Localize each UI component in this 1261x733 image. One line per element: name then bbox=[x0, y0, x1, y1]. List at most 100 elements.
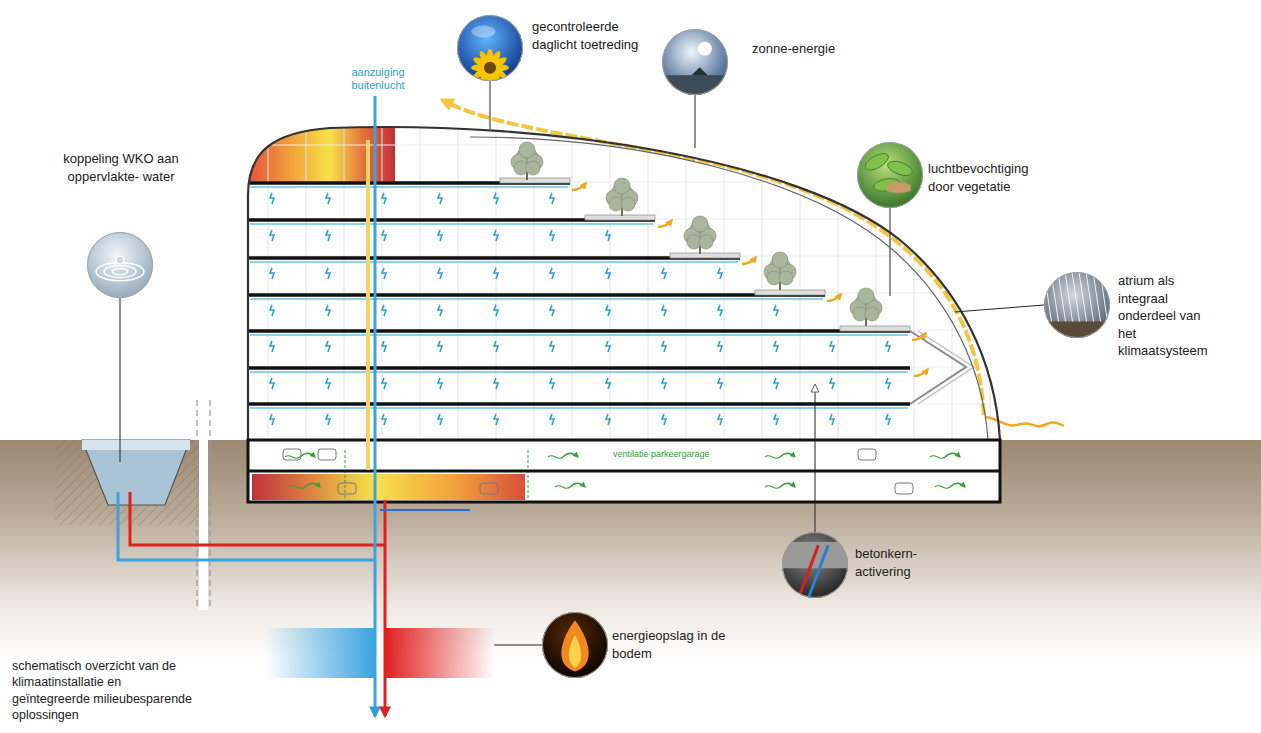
illustration-line bbox=[248, 256, 740, 260]
illustration-circle bbox=[779, 271, 793, 285]
illustration-ellipse bbox=[471, 26, 495, 38]
illustration-path bbox=[270, 414, 274, 425]
illustration-line bbox=[572, 110, 573, 440]
illustration-g bbox=[863, 150, 915, 193]
illustration-line bbox=[250, 186, 568, 188]
car-symbol bbox=[338, 483, 356, 494]
illustration-ellipse bbox=[863, 150, 892, 173]
illustration-line bbox=[250, 298, 823, 300]
illustration-circle bbox=[782, 532, 848, 598]
ground-hatch bbox=[55, 440, 200, 525]
ground bbox=[0, 440, 1261, 733]
icon-photo bbox=[457, 15, 523, 81]
illustration-line bbox=[306, 110, 307, 440]
illustration-line bbox=[808, 545, 828, 598]
leader-line bbox=[695, 95, 696, 148]
illustration-circle bbox=[519, 142, 535, 158]
illustration-circle bbox=[621, 197, 635, 211]
illustration-line bbox=[248, 367, 1000, 368]
cold-storage-band bbox=[265, 628, 375, 678]
leader-line bbox=[890, 208, 891, 296]
leader-line bbox=[120, 298, 121, 462]
parking-garage-outline bbox=[248, 440, 1000, 502]
illustration-path bbox=[662, 341, 666, 352]
surface-water-pond bbox=[82, 440, 190, 505]
exhaust-arrow bbox=[572, 183, 586, 190]
illustration-path bbox=[886, 414, 890, 425]
illustration-path bbox=[494, 414, 498, 425]
illustration-path bbox=[662, 414, 666, 425]
illustration-path bbox=[494, 193, 498, 204]
illustration-path bbox=[326, 341, 330, 352]
illustration-path bbox=[550, 230, 554, 241]
illustration-path bbox=[606, 230, 610, 241]
illustration-circle bbox=[614, 178, 630, 194]
illustration-path bbox=[550, 305, 554, 316]
illustration-rect bbox=[755, 290, 825, 295]
roof-heat-zone bbox=[250, 125, 395, 183]
illustration-path bbox=[606, 341, 610, 352]
illustration-line bbox=[382, 110, 383, 440]
illustration-ellipse bbox=[886, 158, 915, 178]
tree bbox=[764, 252, 796, 290]
tree bbox=[850, 288, 882, 326]
illustration-circle bbox=[458, 16, 523, 81]
illustration-line bbox=[250, 261, 738, 263]
illustration-line bbox=[762, 110, 763, 440]
ventilation-label: ventilatie parkeergarage bbox=[613, 449, 733, 460]
illustration-path bbox=[382, 268, 386, 279]
car-symbol bbox=[480, 483, 498, 494]
illustration-circle bbox=[772, 252, 788, 268]
illustration-path bbox=[382, 230, 386, 241]
illustration-line bbox=[800, 110, 801, 440]
illustration-circle bbox=[543, 613, 608, 678]
illustration-path bbox=[326, 305, 330, 316]
illustration-circle bbox=[865, 307, 879, 321]
illustration-path bbox=[550, 414, 554, 425]
icon-photo bbox=[857, 142, 923, 208]
illustration-line bbox=[248, 404, 1000, 405]
cold-pipe bbox=[118, 492, 375, 560]
illustration-path bbox=[718, 414, 722, 425]
illustration-path bbox=[718, 378, 722, 389]
illustration-line bbox=[990, 110, 991, 440]
illustration-g bbox=[782, 542, 848, 598]
illustration-path bbox=[550, 341, 554, 352]
illustration-path bbox=[438, 230, 442, 241]
illustration-path bbox=[494, 305, 498, 316]
callout-label: zonne-energie bbox=[752, 40, 862, 58]
parking-garage-fill bbox=[248, 440, 1000, 502]
illustration-rect bbox=[670, 253, 740, 258]
illustration-path bbox=[438, 193, 442, 204]
illustration-path bbox=[326, 378, 330, 389]
illustration-line bbox=[458, 110, 459, 440]
illustration-path bbox=[561, 620, 588, 671]
illustration-path bbox=[382, 305, 386, 316]
illustration-path bbox=[438, 305, 442, 316]
car-symbol bbox=[858, 449, 876, 460]
roof-envelope bbox=[248, 127, 1000, 440]
tree bbox=[606, 178, 638, 216]
icon-callout: luchtbevochtiging door vegetatie bbox=[857, 142, 923, 208]
illustration-path bbox=[270, 193, 274, 204]
illustration-path bbox=[606, 378, 610, 389]
illustration-path bbox=[774, 305, 778, 316]
illustration-path bbox=[382, 193, 386, 204]
callout-label: betonkern- activering bbox=[855, 545, 937, 580]
facade-grid bbox=[248, 110, 1000, 440]
illustration-path bbox=[830, 378, 834, 389]
illustration-path bbox=[606, 414, 610, 425]
illustration-line bbox=[799, 545, 819, 598]
illustration-circle bbox=[699, 235, 713, 249]
illustration-ellipse bbox=[112, 269, 128, 275]
airflow-label: aanzuiging buitenlucht bbox=[338, 66, 418, 92]
ventilation-duct bbox=[345, 450, 346, 500]
caption-text: schematisch overzicht van de klimaatinst… bbox=[12, 658, 202, 723]
supply-pipe bbox=[380, 509, 470, 511]
illustration-path bbox=[774, 378, 778, 389]
break-gap bbox=[199, 400, 208, 610]
icon-callout: atrium als integraal onderdeel van het k… bbox=[1044, 272, 1110, 338]
illustration-path bbox=[270, 268, 274, 279]
